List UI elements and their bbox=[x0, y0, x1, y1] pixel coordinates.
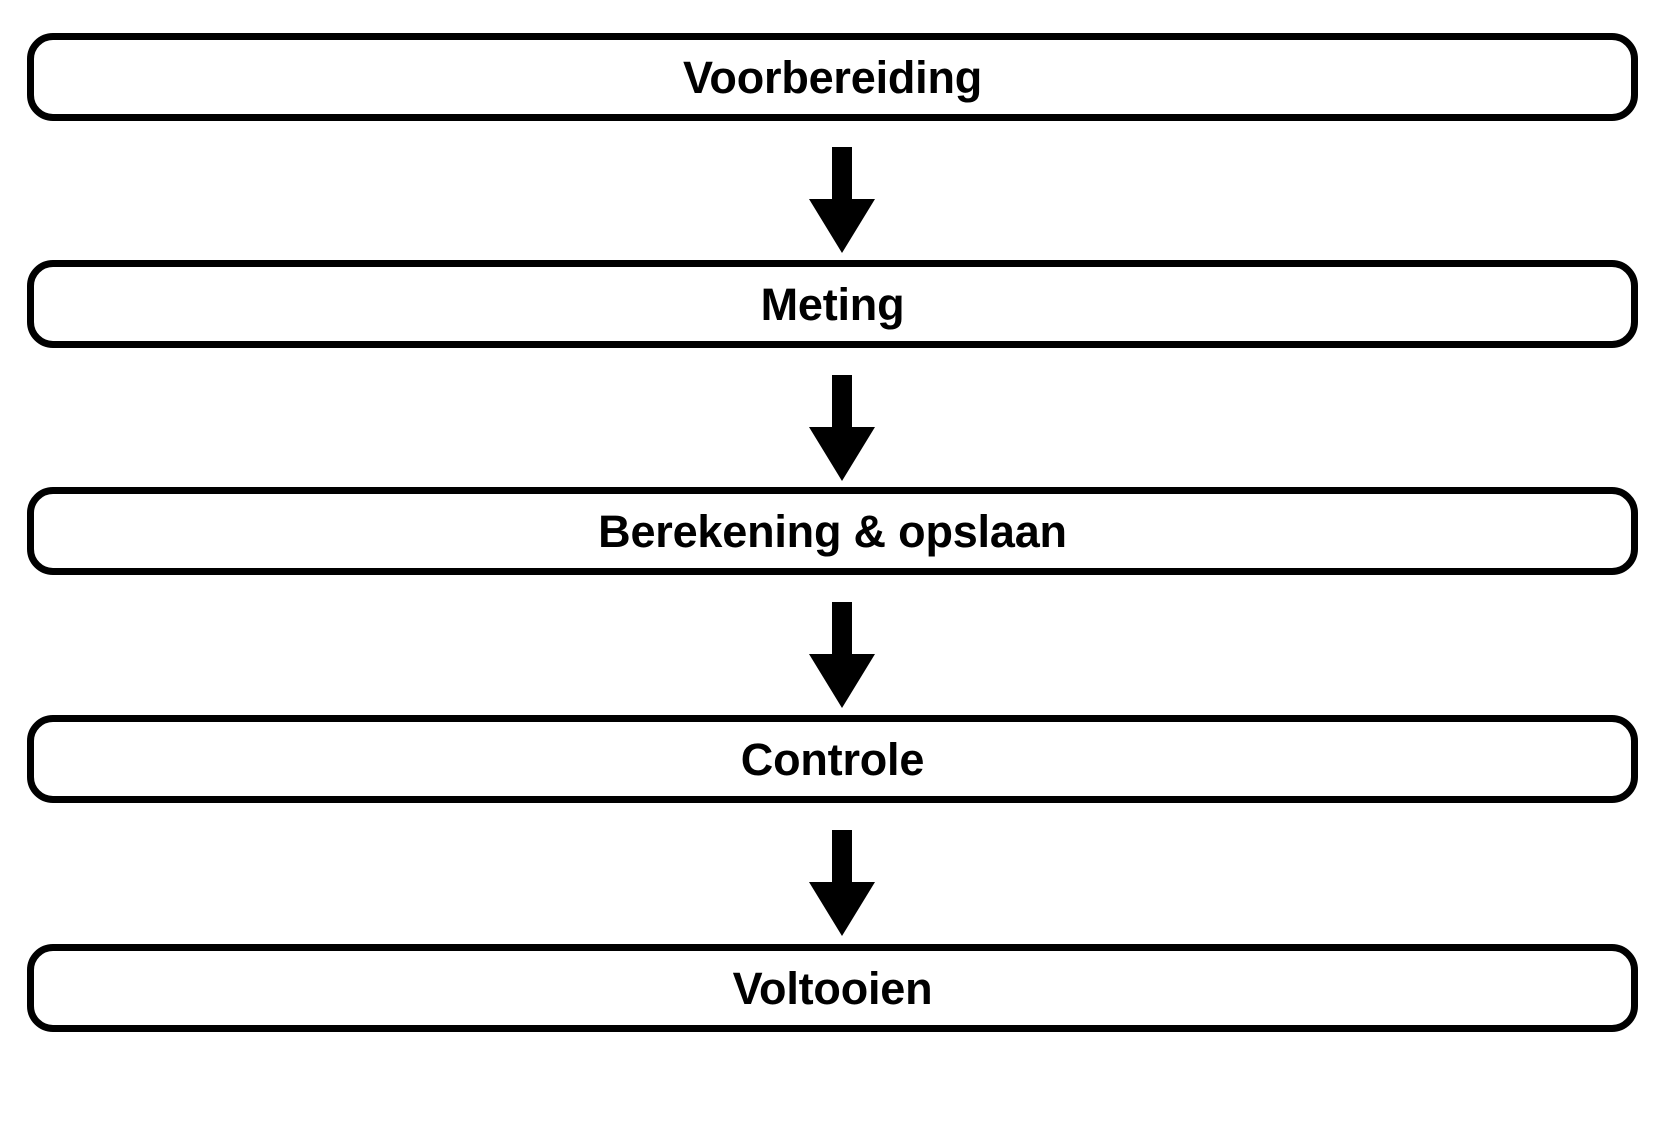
arrow-down-icon bbox=[809, 830, 875, 936]
flowchart-node-controle[interactable]: Controle bbox=[27, 715, 1638, 803]
connector-arrow-4 bbox=[795, 830, 875, 936]
arrow-down-icon bbox=[809, 602, 875, 708]
node-label: Voorbereiding bbox=[682, 51, 983, 103]
flowchart-node-meting[interactable]: Meting bbox=[27, 260, 1638, 348]
flowchart-node-berekening-opslaan[interactable]: Berekening & opslaan bbox=[27, 487, 1638, 575]
flowchart-node-voltooien[interactable]: Voltooien bbox=[27, 944, 1638, 1032]
node-label: Meting bbox=[760, 278, 905, 330]
arrow-down-icon bbox=[809, 147, 875, 253]
arrow-down-icon bbox=[809, 375, 875, 481]
connector-arrow-1 bbox=[795, 147, 875, 253]
connector-arrow-3 bbox=[795, 602, 875, 708]
node-label: Voltooien bbox=[732, 962, 933, 1014]
connector-arrow-2 bbox=[795, 375, 875, 481]
node-label: Controle bbox=[740, 733, 925, 785]
node-label: Berekening & opslaan bbox=[598, 505, 1067, 557]
flowchart-node-voorbereiding[interactable]: Voorbereiding bbox=[27, 33, 1638, 121]
